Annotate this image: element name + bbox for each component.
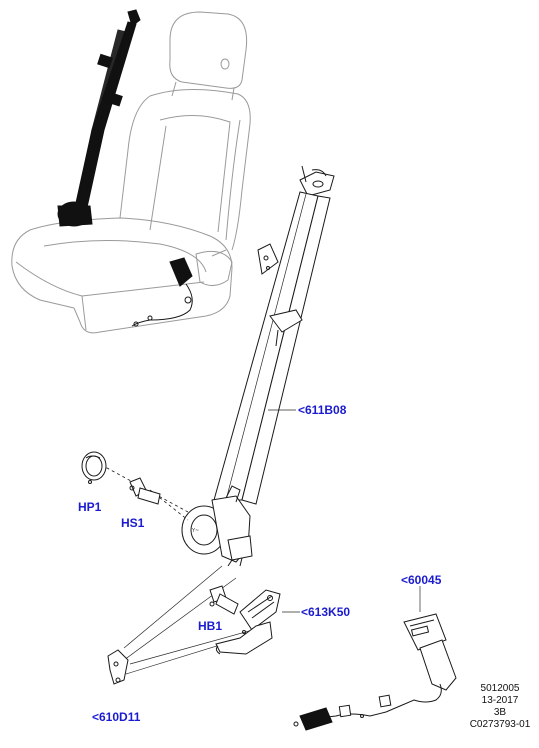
height-adjuster-part bbox=[215, 589, 281, 655]
shoulder-screw-part bbox=[129, 477, 161, 505]
callout-height-adjuster[interactable]: <613K50 bbox=[301, 605, 351, 619]
ref-line-2: 13-2017 bbox=[481, 695, 519, 706]
reference-block: 5012005 13-2017 3B C0273793-01 bbox=[466, 683, 534, 731]
lower-anchor-bracket-part bbox=[107, 649, 129, 685]
anchor-bolt-part bbox=[209, 585, 239, 615]
callout-lower-anchor-bracket[interactable]: <610D11 bbox=[92, 710, 141, 724]
callout-anchor-bolt[interactable]: HB1 bbox=[198, 619, 223, 633]
fitted-belt bbox=[57, 9, 193, 327]
callout-belt-assembly[interactable]: <611B08 bbox=[298, 403, 347, 417]
ref-line-1: 5012005 bbox=[480, 683, 520, 694]
ref-line-3: 3B bbox=[493, 707, 507, 718]
callout-shoulder-screw[interactable]: HS1 bbox=[121, 516, 145, 530]
callout-buckle-assembly[interactable]: <60045 bbox=[401, 573, 442, 587]
seat-outline bbox=[11, 11, 251, 334]
seat-belt-assembly: Y~ bbox=[181, 165, 335, 567]
svg-text:Y~: Y~ bbox=[191, 528, 199, 534]
ref-line-4: C0273793-01 bbox=[469, 719, 531, 730]
buckle-assembly-part bbox=[293, 613, 457, 731]
callout-trim-cover[interactable]: HP1 bbox=[78, 500, 102, 514]
trim-cover-part bbox=[81, 451, 107, 484]
